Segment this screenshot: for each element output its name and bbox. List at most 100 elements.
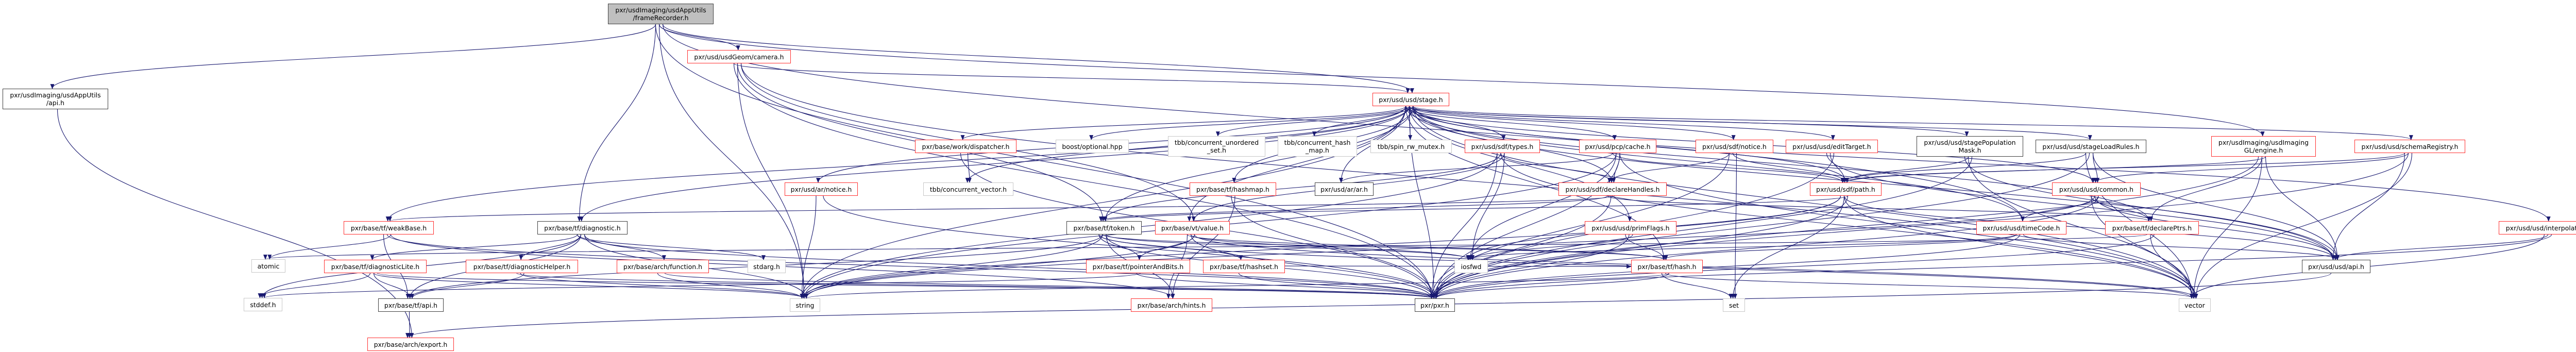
node-sdf-notice[interactable]: pxr/usd/sdf/notice.h (1696, 140, 1773, 153)
edge-n15-to-n22 (1845, 156, 2266, 183)
node-tbb-concurrent-unordered-set[interactable]: tbb/concurrent_unordered _set.h (1168, 136, 1265, 157)
node-boost-optional[interactable]: boost/optional.hpp (1056, 140, 1129, 153)
edge-n13-to-n41 (1964, 156, 2335, 260)
edge-n3-to-n48 (1412, 106, 2198, 299)
edge-n16-to-n41 (2331, 153, 2405, 260)
edge-n9-to-n21 (1500, 153, 1614, 183)
node-usd-common[interactable]: pxr/usd/usd/common.h (2052, 182, 2141, 196)
edge-n27-to-n39 (1190, 234, 1472, 260)
edge-n3-to-n29 (1412, 106, 2025, 222)
node-label: pxr/usd/usd/api.h (2308, 262, 2364, 271)
edge-n30-to-n48 (2150, 234, 2196, 299)
node-time-code[interactable]: pxr/usd/usd/timeCode.h (1976, 221, 2066, 234)
node-stage-population-mask[interactable]: pxr/usd/usd/stagePopulation Mask.h (1917, 136, 2023, 157)
node-pcp-cache[interactable]: pxr/usd/pcp/cache.h (1579, 140, 1656, 153)
edge-n16-to-n23 (2093, 153, 2409, 183)
node-tbb-concurrent-hash-map[interactable]: tbb/concurrent_hash _map.h (1278, 136, 1357, 157)
node-stage-load-rules[interactable]: pxr/usd/usd/stageLoadRules.h (2036, 140, 2146, 153)
node-tf-token[interactable]: pxr/base/tf/token.h (1066, 221, 1142, 234)
edge-n22-to-n46 (1434, 195, 1849, 299)
node-iosfwd[interactable]: iosfwd (1454, 260, 1488, 273)
node-sdf-declare-handles[interactable]: pxr/usd/sdf/declareHandles.h (1558, 182, 1667, 196)
edge-n3-to-n7 (1312, 106, 1406, 137)
edge-n29-to-n39 (1466, 234, 2017, 260)
edge-n17-to-n44 (800, 195, 817, 299)
edge-n3-to-n8 (1408, 106, 1413, 140)
node-ar-notice[interactable]: pxr/usd/ar/notice.h (785, 182, 858, 196)
edge-n33-to-n46 (377, 273, 1438, 299)
edge-n26-to-n39 (1106, 234, 1475, 260)
node-schema-registry[interactable]: pxr/usd/usd/schemaRegistry.h (2354, 140, 2465, 153)
node-tf-diagnostic-lite[interactable]: pxr/base/tf/diagnosticLite.h (324, 260, 427, 273)
edge-n22-to-n26 (1103, 195, 1849, 222)
node-ar-ar[interactable]: pxr/usd/ar/ar.h (1315, 182, 1374, 196)
node-camera[interactable]: pxr/usd/usdGeom/camera.h (687, 50, 791, 63)
node-vt-value[interactable]: pxr/base/vt/value.h (1155, 221, 1230, 234)
edge-n3-to-n10 (1405, 106, 1617, 140)
node-stage[interactable]: pxr/usd/usd/stage.h (1372, 93, 1449, 106)
edge-n0-to-n1 (50, 24, 656, 89)
node-label: pxr/usd/sdf/types.h (1471, 142, 1534, 150)
edge-n12-to-n22 (1829, 153, 1847, 183)
node-string[interactable]: string (790, 298, 820, 312)
edge-n40-to-n46 (1434, 273, 1670, 299)
node-edit-target[interactable]: pxr/usd/usd/editTarget.h (1786, 140, 1878, 153)
node-work-dispatcher[interactable]: pxr/base/work/dispatcher.h (915, 140, 1016, 153)
node-label: pxr/base/arch/function.h (623, 262, 703, 271)
node-sdf-types[interactable]: pxr/usd/sdf/types.h (1465, 140, 1540, 153)
edge-n15-to-n41 (2265, 156, 2340, 260)
node-usdapp[interactable]: pxr/usdImaging/usdAppUtils /api.h (3, 89, 108, 109)
node-tf-diagnostic[interactable]: pxr/base/tf/diagnostic.h (537, 221, 628, 234)
node-usd-api[interactable]: pxr/usd/usd/api.h (2302, 260, 2370, 273)
node-label: pxr/usd/usd/stagePopulation Mask.h (1924, 139, 2016, 154)
node-tf-declare-ptrs[interactable]: pxr/base/tf/declarePtrs.h (2105, 221, 2199, 234)
node-set[interactable]: set (1723, 298, 1745, 312)
node-label: pxr/usd/usd/primFlags.h (1591, 224, 1670, 232)
edge-n10-to-n20 (1339, 153, 1613, 183)
edge-n22-to-n48 (1843, 195, 2196, 299)
node-interpolation[interactable]: pxr/usd/usd/interpolation.h (2499, 221, 2576, 234)
node-sdf-path[interactable]: pxr/usd/sdf/path.h (1810, 182, 1882, 196)
node-tbb-spin-rw-mutex[interactable]: tbb/spin_rw_mutex.h (1370, 140, 1452, 153)
node-label: pxr/base/tf/diagnosticHelper.h (473, 262, 571, 271)
node-atomic[interactable]: atomic (251, 259, 285, 273)
node-arch-function[interactable]: pxr/base/arch/function.h (617, 260, 709, 273)
edge-n23-to-n46 (1434, 195, 2099, 299)
node-frame-recorder[interactable]: pxr/usdImaging/usdAppUtils /frameRecorde… (608, 4, 714, 24)
node-stddef[interactable]: stddef.h (244, 298, 282, 311)
edge-n15-to-n30 (2149, 156, 2263, 222)
node-tbb-concurrent-vector[interactable]: tbb/concurrent_vector.h (923, 182, 1013, 196)
node-tf-hash[interactable]: pxr/base/tf/hash.h (1631, 260, 1703, 273)
node-stdarg[interactable]: stdarg.h (748, 260, 786, 273)
edge-n17-to-n46 (823, 195, 1438, 299)
edge-n25-to-n35 (584, 234, 666, 260)
edge-n22-to-n44 (800, 195, 1841, 299)
node-tf-api[interactable]: pxr/base/tf/api.h (378, 298, 444, 312)
node-tf-hashset[interactable]: pxr/base/tf/hashset.h (1203, 260, 1285, 273)
node-arch-export[interactable]: pxr/base/arch/export.h (367, 338, 454, 351)
node-tf-hashmap[interactable]: pxr/base/tf/hashmap.h (1190, 182, 1276, 196)
node-usdimaginggl-engine[interactable]: pxr/usdImaging/usdImaging GL/engine.h (2211, 136, 2316, 157)
edge-n2-to-n46 (733, 63, 1434, 299)
edge-n3-to-n4 (960, 106, 1406, 140)
node-vector[interactable]: vector (2179, 298, 2211, 312)
edge-n10-to-n21 (1612, 153, 1620, 183)
edge-n4-to-n18 (967, 153, 972, 183)
node-pxr[interactable]: pxr/pxr.h (1415, 298, 1455, 312)
edge-n3-to-n25 (579, 106, 1410, 222)
node-label: pxr/usd/ar/ar.h (1320, 185, 1368, 193)
edge-n2-to-n3 (733, 63, 1410, 93)
edge-n40-to-n48 (1665, 273, 2196, 299)
node-label: atomic (257, 262, 280, 270)
edge-n34-to-n46 (516, 273, 1434, 299)
edge-n3-to-n24 (385, 106, 1410, 222)
node-tf-weak-base[interactable]: pxr/base/tf/weakBase.h (344, 221, 434, 234)
node-label: tbb/concurrent_unordered _set.h (1174, 139, 1259, 154)
edge-n21-to-n24 (388, 195, 1615, 222)
node-prim-flags[interactable]: pxr/usd/usd/primFlags.h (1585, 221, 1676, 234)
node-tf-pointer-and-bits[interactable]: pxr/base/tf/pointerAndBits.h (1086, 260, 1190, 273)
node-label: pxr/base/tf/weakBase.h (350, 224, 427, 232)
node-tf-diagnostic-helper[interactable]: pxr/base/tf/diagnosticHelper.h (466, 260, 578, 273)
edge-n14-to-n22 (1840, 153, 2087, 183)
node-arch-hints[interactable]: pxr/base/arch/hints.h (1131, 298, 1212, 312)
